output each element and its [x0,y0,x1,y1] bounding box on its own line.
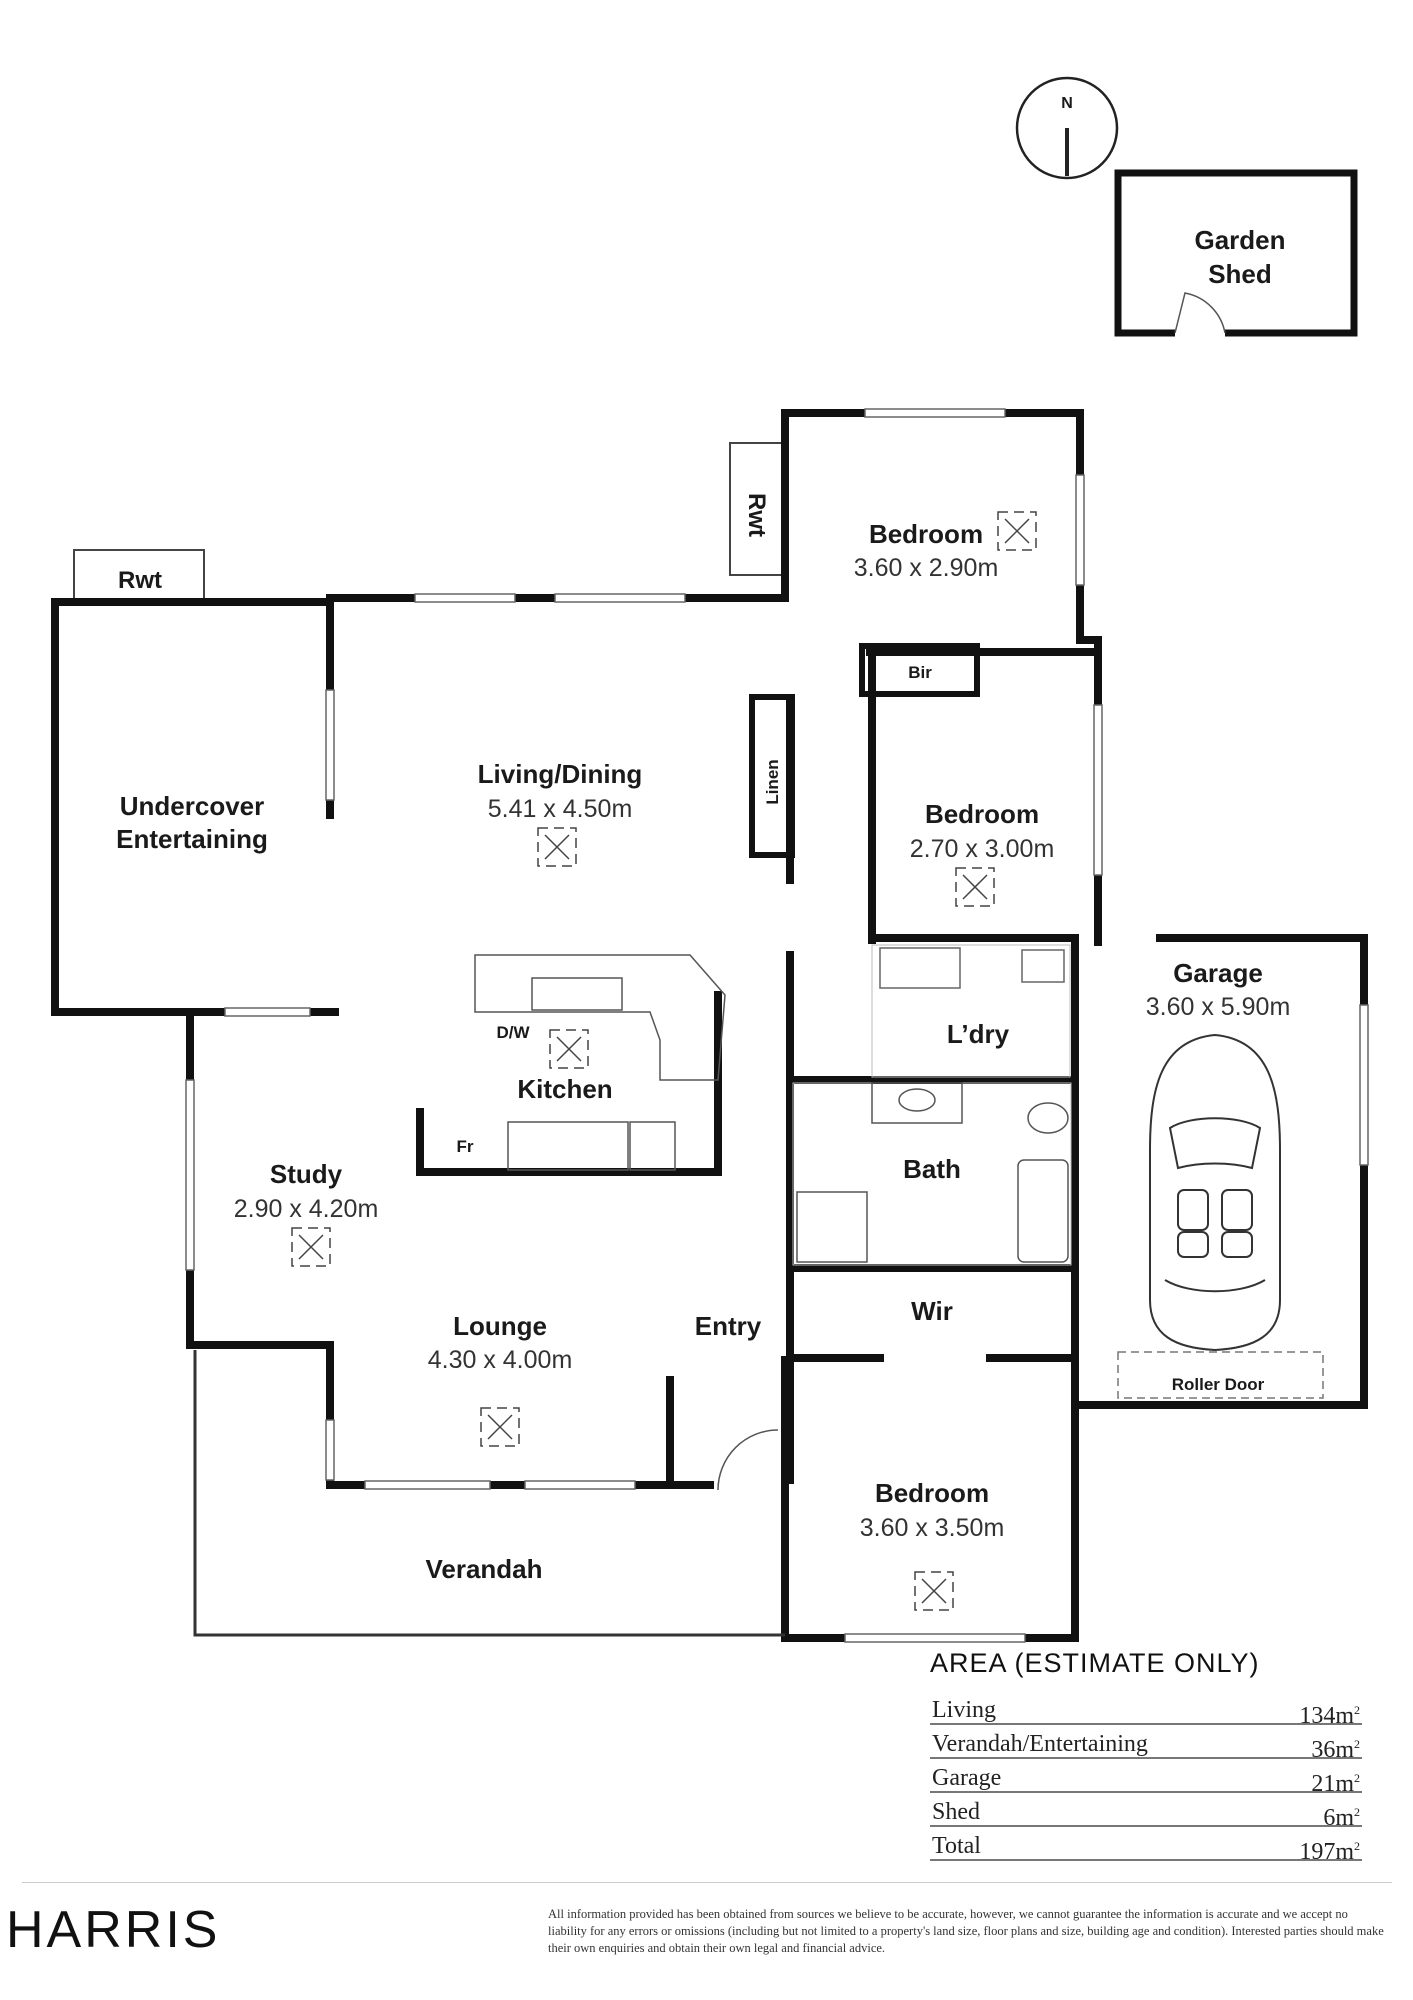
ceiling-fan-icon [997,511,1037,551]
area-row-value: 134m2 [1299,1703,1360,1729]
fridge-label: Fr [457,1137,474,1156]
compass-icon: N [1015,76,1119,180]
bedroom1-name: Bedroom [869,519,983,549]
living-name: Living/Dining [478,759,643,789]
area-row: Verandah/Entertaining 36m2 [930,1725,1362,1763]
compass-north-label: N [1061,95,1073,112]
linen-label: Linen [763,759,782,804]
area-row-value: 6m2 [1323,1805,1360,1831]
area-row-label: Verandah/Entertaining [932,1731,1148,1757]
walls [51,409,1368,1642]
disclaimer: All information provided has been obtain… [548,1907,1384,1955]
footer-divider [22,1882,1392,1883]
entry-door-swing [717,1429,779,1491]
area-row: Total 197m2 [930,1827,1362,1865]
bath-fixtures [796,1082,1069,1263]
brand-logo: HARRIS [6,1901,221,1959]
windows [185,408,1369,1643]
bedroom3-name: Bedroom [875,1478,989,1508]
garage-name: Garage [1173,958,1263,988]
garden-shed-label-1: Garden [1194,225,1285,255]
linen-cupboard [749,694,795,858]
roller-door-label: Roller Door [1172,1375,1265,1394]
undercover-label-2: Entertaining [116,824,268,854]
garage-dims: 3.60 x 5.90m [1146,993,1291,1021]
area-row: Living 134m2 [930,1691,1362,1729]
bedroom2-dims: 2.70 x 3.00m [910,835,1055,863]
ceiling-fan-icon [955,867,995,907]
area-row: Garage 21m2 [930,1759,1362,1797]
area-row-label: Garage [932,1765,1002,1791]
bir-label: Bir [908,663,932,682]
dw-label: D/W [496,1023,530,1042]
roller-door [1117,1351,1324,1399]
area-row-label: Total [932,1833,981,1859]
laundry-tiles [871,944,1071,1078]
ceiling-fan-icon [480,1407,520,1447]
area-title: AREA (ESTIMATE ONLY) [930,1648,1260,1678]
ceiling-fan-icon [537,827,577,867]
area-row-label: Living [932,1697,996,1723]
lounge-name: Lounge [453,1311,547,1341]
area-row-value: 36m2 [1311,1737,1360,1763]
laundry-label: L’dry [947,1019,1010,1049]
wir-label: Wir [911,1296,953,1326]
ceiling-fan-icon [914,1571,954,1611]
ceiling-fan-icon [549,1029,589,1069]
floor-plan: N Garden Shed Rwt Rwt [51,76,1369,1643]
bedroom3-dims: 3.60 x 3.50m [860,1514,1005,1542]
area-row: Shed 6m2 [930,1793,1362,1831]
garden-shed: Garden Shed [1114,169,1358,338]
verandah-outline [193,1350,785,1637]
car-icon [1149,1033,1281,1352]
study-name: Study [270,1159,343,1189]
undercover-label-1: Undercover [120,791,265,821]
verandah-label: Verandah [425,1554,542,1584]
kitchen-label: Kitchen [517,1074,612,1104]
area-table: AREA (ESTIMATE ONLY) Living 134m2 Verand… [930,1648,1362,1865]
area-row-label: Shed [932,1799,980,1825]
area-row-value: 21m2 [1311,1771,1360,1797]
rwt-right-label: Rwt [743,493,770,537]
ceiling-fan-icon [291,1227,331,1267]
bath-label: Bath [903,1154,961,1184]
study-dims: 2.90 x 4.20m [234,1195,379,1223]
living-dims: 5.41 x 4.50m [488,795,633,823]
area-row-value: 197m2 [1299,1839,1360,1865]
kitchen-bench [474,954,726,1171]
bir-closet [859,643,980,697]
rwt-left-label: Rwt [118,567,162,594]
bedroom2-name: Bedroom [925,799,1039,829]
garden-shed-label-2: Shed [1208,259,1272,289]
bedroom1-dims: 3.60 x 2.90m [854,554,999,582]
lounge-dims: 4.30 x 4.00m [428,1346,573,1374]
entry-label: Entry [695,1311,762,1341]
